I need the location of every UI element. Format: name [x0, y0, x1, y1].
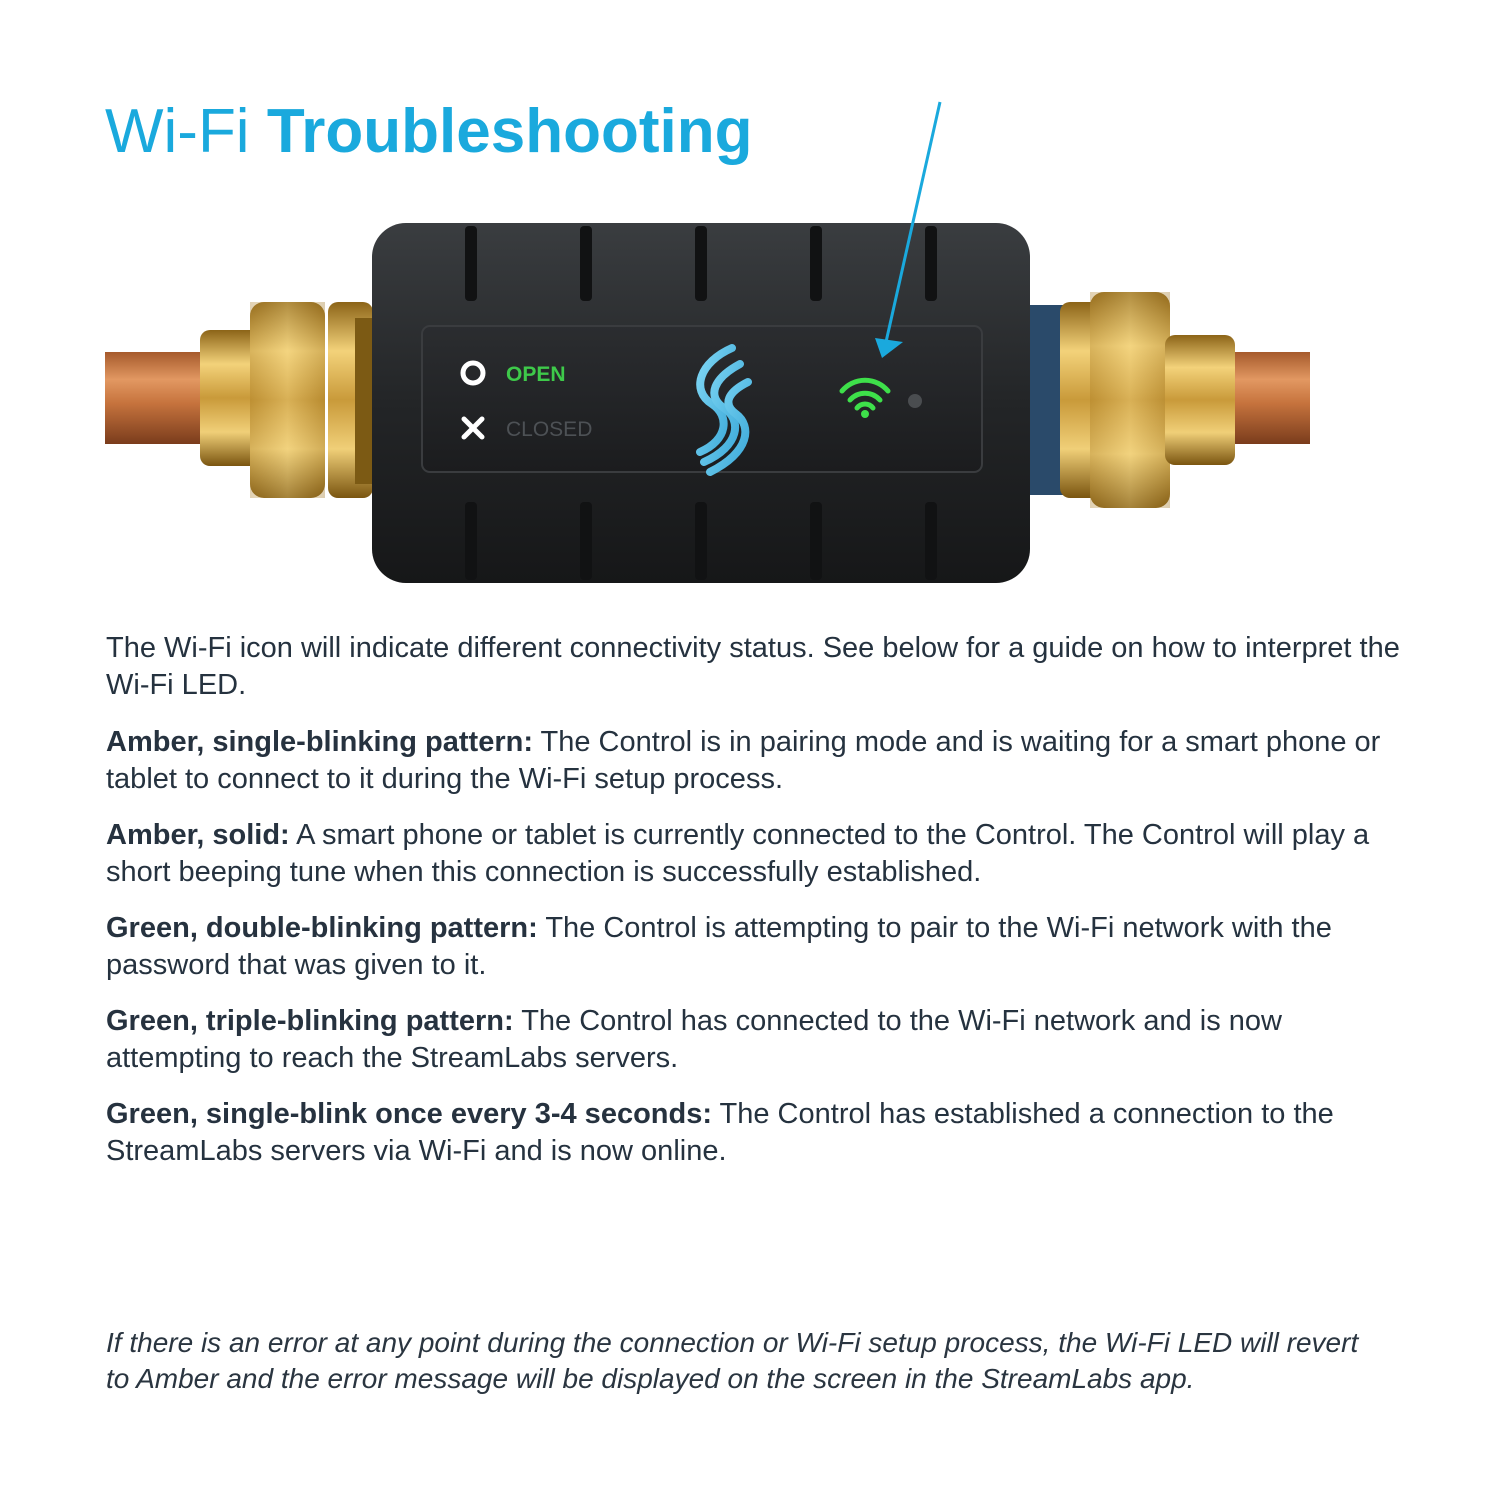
x-icon: [461, 416, 485, 440]
status-guide: The Wi-Fi icon will indicate different c…: [106, 630, 1406, 1189]
right-fitting: [1030, 292, 1235, 508]
title-bold: Troubleshooting: [266, 97, 753, 166]
device-graphic: OPEN CLOSED: [105, 101, 1310, 583]
intro-text: The Wi-Fi icon will indicate different c…: [106, 632, 1400, 701]
status-description: A smart phone or tablet is currently con…: [106, 819, 1370, 888]
status-term: Green, triple-blinking pattern:: [106, 1005, 514, 1037]
status-item: Green, double-blinking pattern: The Cont…: [106, 910, 1406, 984]
status-item: Amber, solid: A smart phone or tablet is…: [106, 817, 1406, 891]
streamlabs-logo-icon: [696, 344, 752, 476]
wifi-icon: [839, 377, 891, 411]
status-term: Amber, single-blinking pattern:: [106, 726, 533, 758]
status-item: Amber, single-blinking pattern: The Cont…: [106, 724, 1406, 798]
left-fitting: [200, 302, 385, 498]
status-term: Green, single-blink once every 3-4 secon…: [106, 1098, 712, 1130]
closed-label: CLOSED: [506, 418, 592, 441]
status-description: The Control is in pairing mode and is wa…: [106, 726, 1381, 795]
error-note: If there is an error at any point during…: [106, 1327, 1359, 1394]
status-term: Amber, solid:: [106, 819, 290, 851]
led-dot-icon: [908, 394, 922, 408]
wifi-icon-dot: [861, 410, 869, 418]
status-description: The Control has connected to the Wi-Fi n…: [106, 1005, 1283, 1074]
open-label: OPEN: [506, 363, 566, 386]
circle-icon: [460, 360, 486, 386]
status-description: The Control has established a connection…: [106, 1098, 1334, 1167]
page-title: Wi-Fi Troubleshooting: [105, 96, 752, 168]
status-description: The Control is attempting to pair to the…: [106, 912, 1332, 981]
device-illustration: OPEN CLOSED: [100, 90, 1340, 610]
arrow-icon: [875, 101, 942, 358]
status-term: Green, double-blinking pattern:: [106, 912, 538, 944]
title-regular: Wi-Fi: [105, 97, 250, 166]
status-item: Green, single-blink once every 3-4 secon…: [106, 1096, 1406, 1170]
status-item: Green, triple-blinking pattern: The Cont…: [106, 1003, 1406, 1077]
body-ribs: [465, 226, 937, 580]
